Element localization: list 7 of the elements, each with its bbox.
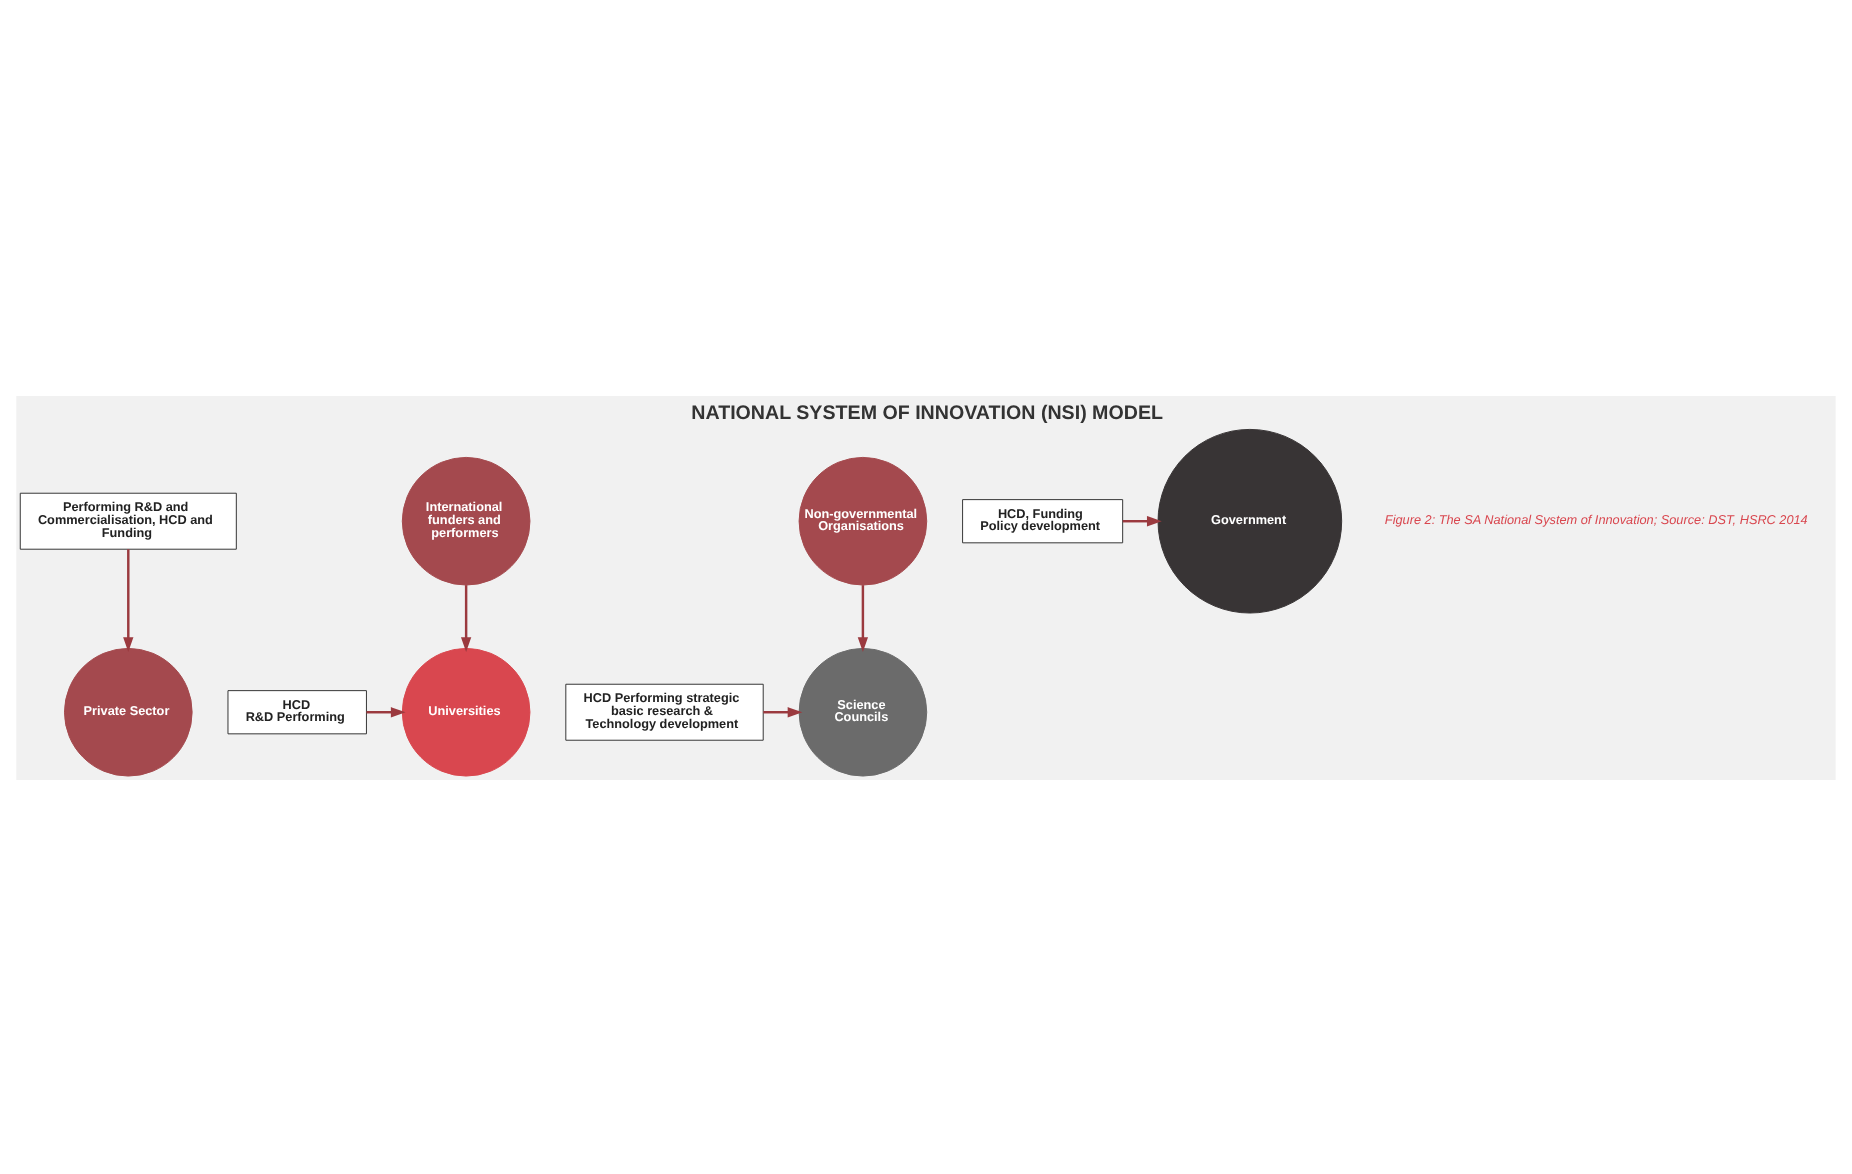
arrow [763, 706, 803, 717]
arrow [857, 584, 869, 651]
arrow [460, 584, 472, 651]
diagram-title: NATIONAL SYSTEM OF INNOVATION (NSI) MODEL [691, 401, 1163, 424]
arrow [366, 706, 406, 717]
arrow [1122, 515, 1162, 526]
arrow [123, 548, 134, 651]
